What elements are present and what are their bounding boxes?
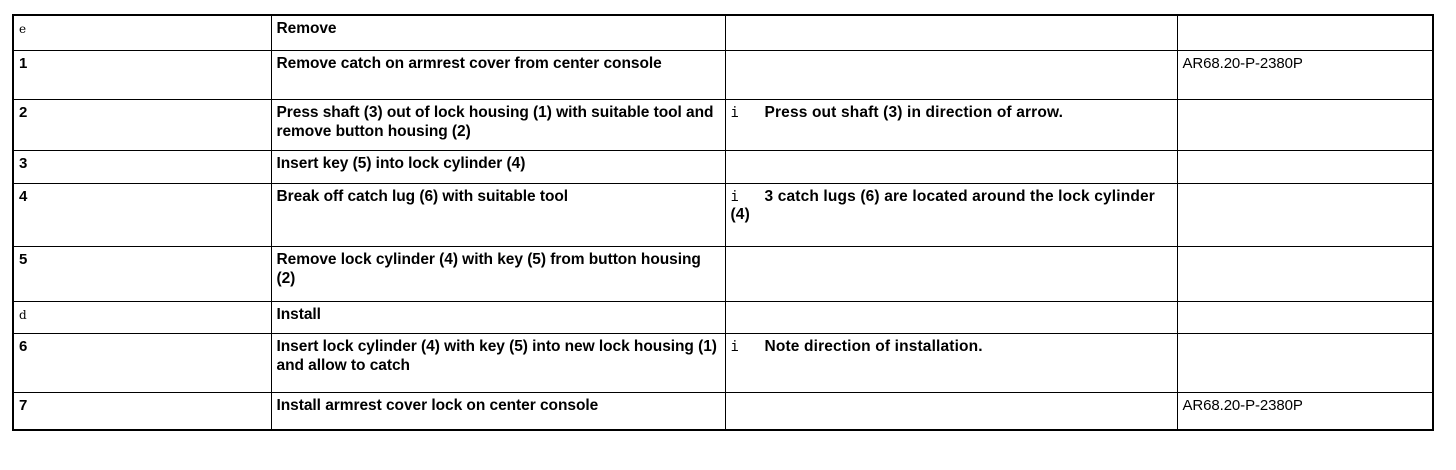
step-number: 7 <box>19 397 28 414</box>
step-marker: d <box>19 308 27 322</box>
info-cell: i Note direction of installation. <box>724 333 1178 393</box>
step-cell: 4 <box>12 183 272 247</box>
operation-cell: Install armrest cover lock on center con… <box>270 392 726 431</box>
operation-text: Remove catch on armrest cover from cente… <box>276 55 662 72</box>
operation-text: Remove lock cylinder (4) with key (5) fr… <box>276 251 701 287</box>
reference-text: AR68.20-P-2380P <box>1182 55 1303 72</box>
step-number: 6 <box>19 338 28 355</box>
operation-cell: Install <box>270 301 726 334</box>
info-text: Note direction of installation. <box>764 338 983 355</box>
reference-cell: AR68.20-P-2380P <box>1176 392 1434 431</box>
step-cell: 1 <box>12 50 272 100</box>
reference-text: AR68.20-P-2380P <box>1182 397 1303 414</box>
step-cell: 2 <box>12 99 272 151</box>
table-row: 4 Break off catch lug (6) with suitable … <box>12 183 1434 247</box>
step-number: 5 <box>19 251 28 268</box>
operation-text: Press shaft (3) out of lock housing (1) … <box>276 104 714 140</box>
operation-cell: Remove catch on armrest cover from cente… <box>270 50 726 100</box>
info-icon: i <box>730 105 740 121</box>
step-cell: 3 <box>12 150 272 184</box>
table-row: 5 Remove lock cylinder (4) with key (5) … <box>12 246 1434 302</box>
table-row: 2 Press shaft (3) out of lock housing (1… <box>12 99 1434 151</box>
reference-cell <box>1176 150 1434 184</box>
step-number: 4 <box>19 188 28 205</box>
operation-text: Install <box>276 306 322 323</box>
reference-cell: AR68.20-P-2380P <box>1176 50 1434 100</box>
info-text: 3 catch lugs (6) are located around the … <box>730 188 1155 224</box>
table-row: 3 Insert key (5) into lock cylinder (4) <box>12 150 1434 184</box>
step-number: 1 <box>19 55 28 72</box>
operation-cell: Break off catch lug (6) with suitable to… <box>270 183 726 247</box>
info-cell <box>724 246 1178 302</box>
step-number: 2 <box>19 104 28 121</box>
info-cell <box>724 301 1178 334</box>
operation-text: Install armrest cover lock on center con… <box>276 397 599 414</box>
operation-cell: Insert lock cylinder (4) with key (5) in… <box>270 333 726 393</box>
step-cell: 5 <box>12 246 272 302</box>
info-cell <box>724 150 1178 184</box>
reference-cell <box>1176 183 1434 247</box>
operation-cell: Remove <box>270 14 726 51</box>
operation-text: Insert key (5) into lock cylinder (4) <box>276 155 526 172</box>
table-row: d Install <box>12 301 1434 334</box>
info-text: Press out shaft (3) in direction of arro… <box>764 104 1064 121</box>
info-cell: i Press out shaft (3) in direction of arr… <box>724 99 1178 151</box>
operation-text: Insert lock cylinder (4) with key (5) in… <box>276 338 717 374</box>
operation-cell: Remove lock cylinder (4) with key (5) fr… <box>270 246 726 302</box>
operation-text: Remove <box>276 20 337 37</box>
operation-text: Break off catch lug (6) with suitable to… <box>276 188 569 205</box>
operation-cell: Press shaft (3) out of lock housing (1) … <box>270 99 726 151</box>
reference-cell <box>1176 301 1434 334</box>
operation-cell: Insert key (5) into lock cylinder (4) <box>270 150 726 184</box>
step-cell: 7 <box>12 392 272 431</box>
table-row: 7 Install armrest cover lock on center c… <box>12 392 1434 431</box>
step-cell: d <box>12 301 272 334</box>
work-steps-body: e Remove 1 Remove catch on armrest cover… <box>12 14 1434 431</box>
step-number: 3 <box>19 155 28 172</box>
step-marker: e <box>19 22 27 36</box>
reference-cell <box>1176 99 1434 151</box>
info-icon: i <box>730 339 740 355</box>
work-steps-table: e Remove 1 Remove catch on armrest cover… <box>12 14 1434 431</box>
info-cell <box>724 392 1178 431</box>
table-row: 6 Insert lock cylinder (4) with key (5) … <box>12 333 1434 393</box>
reference-cell <box>1176 246 1434 302</box>
reference-cell <box>1176 333 1434 393</box>
reference-cell <box>1176 14 1434 51</box>
table-row: e Remove <box>12 14 1434 51</box>
step-cell: 6 <box>12 333 272 393</box>
info-cell <box>724 14 1178 51</box>
info-icon: i <box>730 189 740 205</box>
step-cell: e <box>12 14 272 51</box>
table-row: 1 Remove catch on armrest cover from cen… <box>12 50 1434 100</box>
info-cell <box>724 50 1178 100</box>
